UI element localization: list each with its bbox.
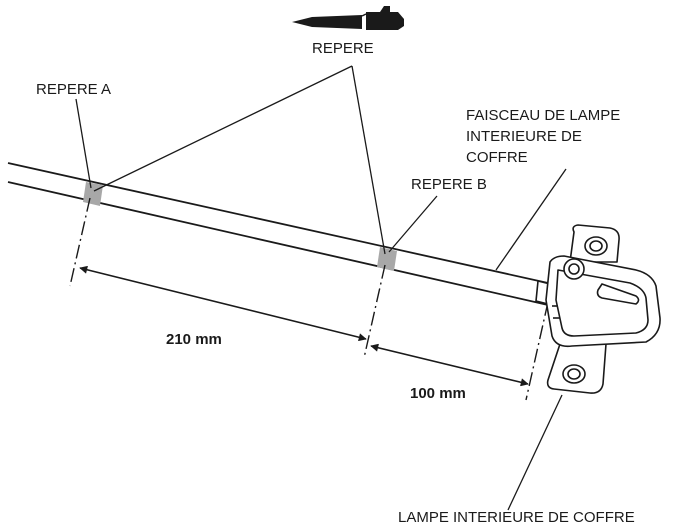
dimension-arrow-100 — [370, 343, 529, 387]
marker-pen-icon — [292, 6, 404, 30]
dimension-210-label: 210 mm — [166, 331, 222, 348]
lamp-label: LAMPE INTERIEURE DE COFFRE — [398, 509, 635, 526]
dimension-arrow-210 — [79, 265, 367, 342]
repere-label: REPERE — [312, 40, 374, 57]
harness-label-line-3: COFFRE — [466, 149, 528, 166]
tape-mark-a — [83, 182, 103, 206]
harness-label-line-2: INTERIEURE DE — [466, 128, 582, 145]
lamp-connector — [545, 224, 661, 394]
dimension-100-label: 100 mm — [410, 385, 466, 402]
tape-mark-b — [377, 247, 397, 271]
extension-lines — [69, 197, 549, 401]
harness-label-line-1: FAISCEAU DE LAMPE — [466, 107, 621, 124]
repere-a-label: REPERE A — [36, 81, 112, 98]
leader-lines — [75, 65, 567, 511]
repere-b-label: REPERE B — [411, 176, 487, 193]
